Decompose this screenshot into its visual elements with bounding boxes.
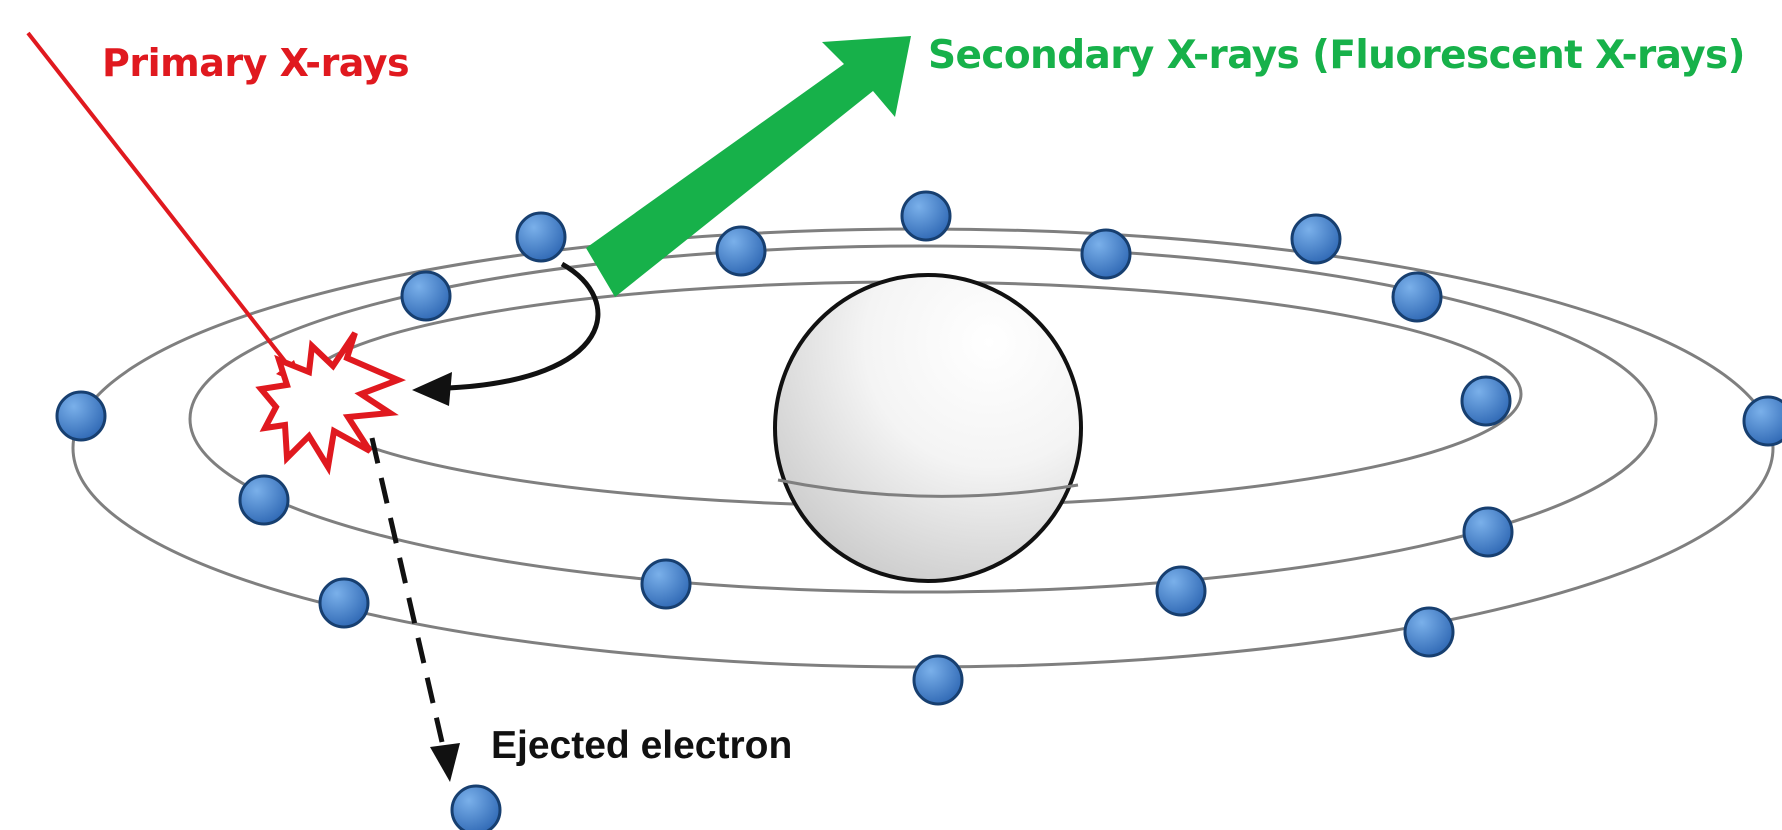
electron <box>640 558 692 610</box>
secondary-xrays-label: Secondary X-rays (Fluorescent X-rays) <box>928 33 1745 78</box>
electron <box>55 390 107 442</box>
primary-xray-beam <box>26 31 290 367</box>
ejected-electron <box>450 784 502 830</box>
orbit-middle <box>188 244 1658 594</box>
ejected-electron-label: Ejected electron <box>491 724 793 767</box>
electron <box>912 654 964 706</box>
ejected-electron-arrowhead <box>430 743 460 782</box>
electron <box>900 190 952 242</box>
electrons <box>55 190 1782 830</box>
electron <box>1403 606 1455 658</box>
electron <box>1290 213 1342 265</box>
ejected-electron-path <box>369 437 445 743</box>
electron-transition-arrow <box>447 261 601 391</box>
primary-xrays-label: Primary X-rays <box>102 41 410 85</box>
electron <box>515 211 567 263</box>
electron <box>1080 228 1132 280</box>
electron <box>238 474 290 526</box>
electron <box>1155 565 1207 617</box>
orbit-inner-front-arc <box>777 478 1079 498</box>
secondary-xray-arrow <box>586 36 911 297</box>
electron <box>1742 395 1782 447</box>
nucleus <box>773 273 1083 583</box>
collision-starburst-icon <box>255 331 406 476</box>
electron <box>318 577 370 629</box>
electron-transition-arrowhead <box>412 372 452 406</box>
electron <box>1391 271 1443 323</box>
electron <box>1460 375 1512 427</box>
electron <box>400 270 452 322</box>
electron <box>1462 506 1514 558</box>
electron <box>715 225 767 277</box>
